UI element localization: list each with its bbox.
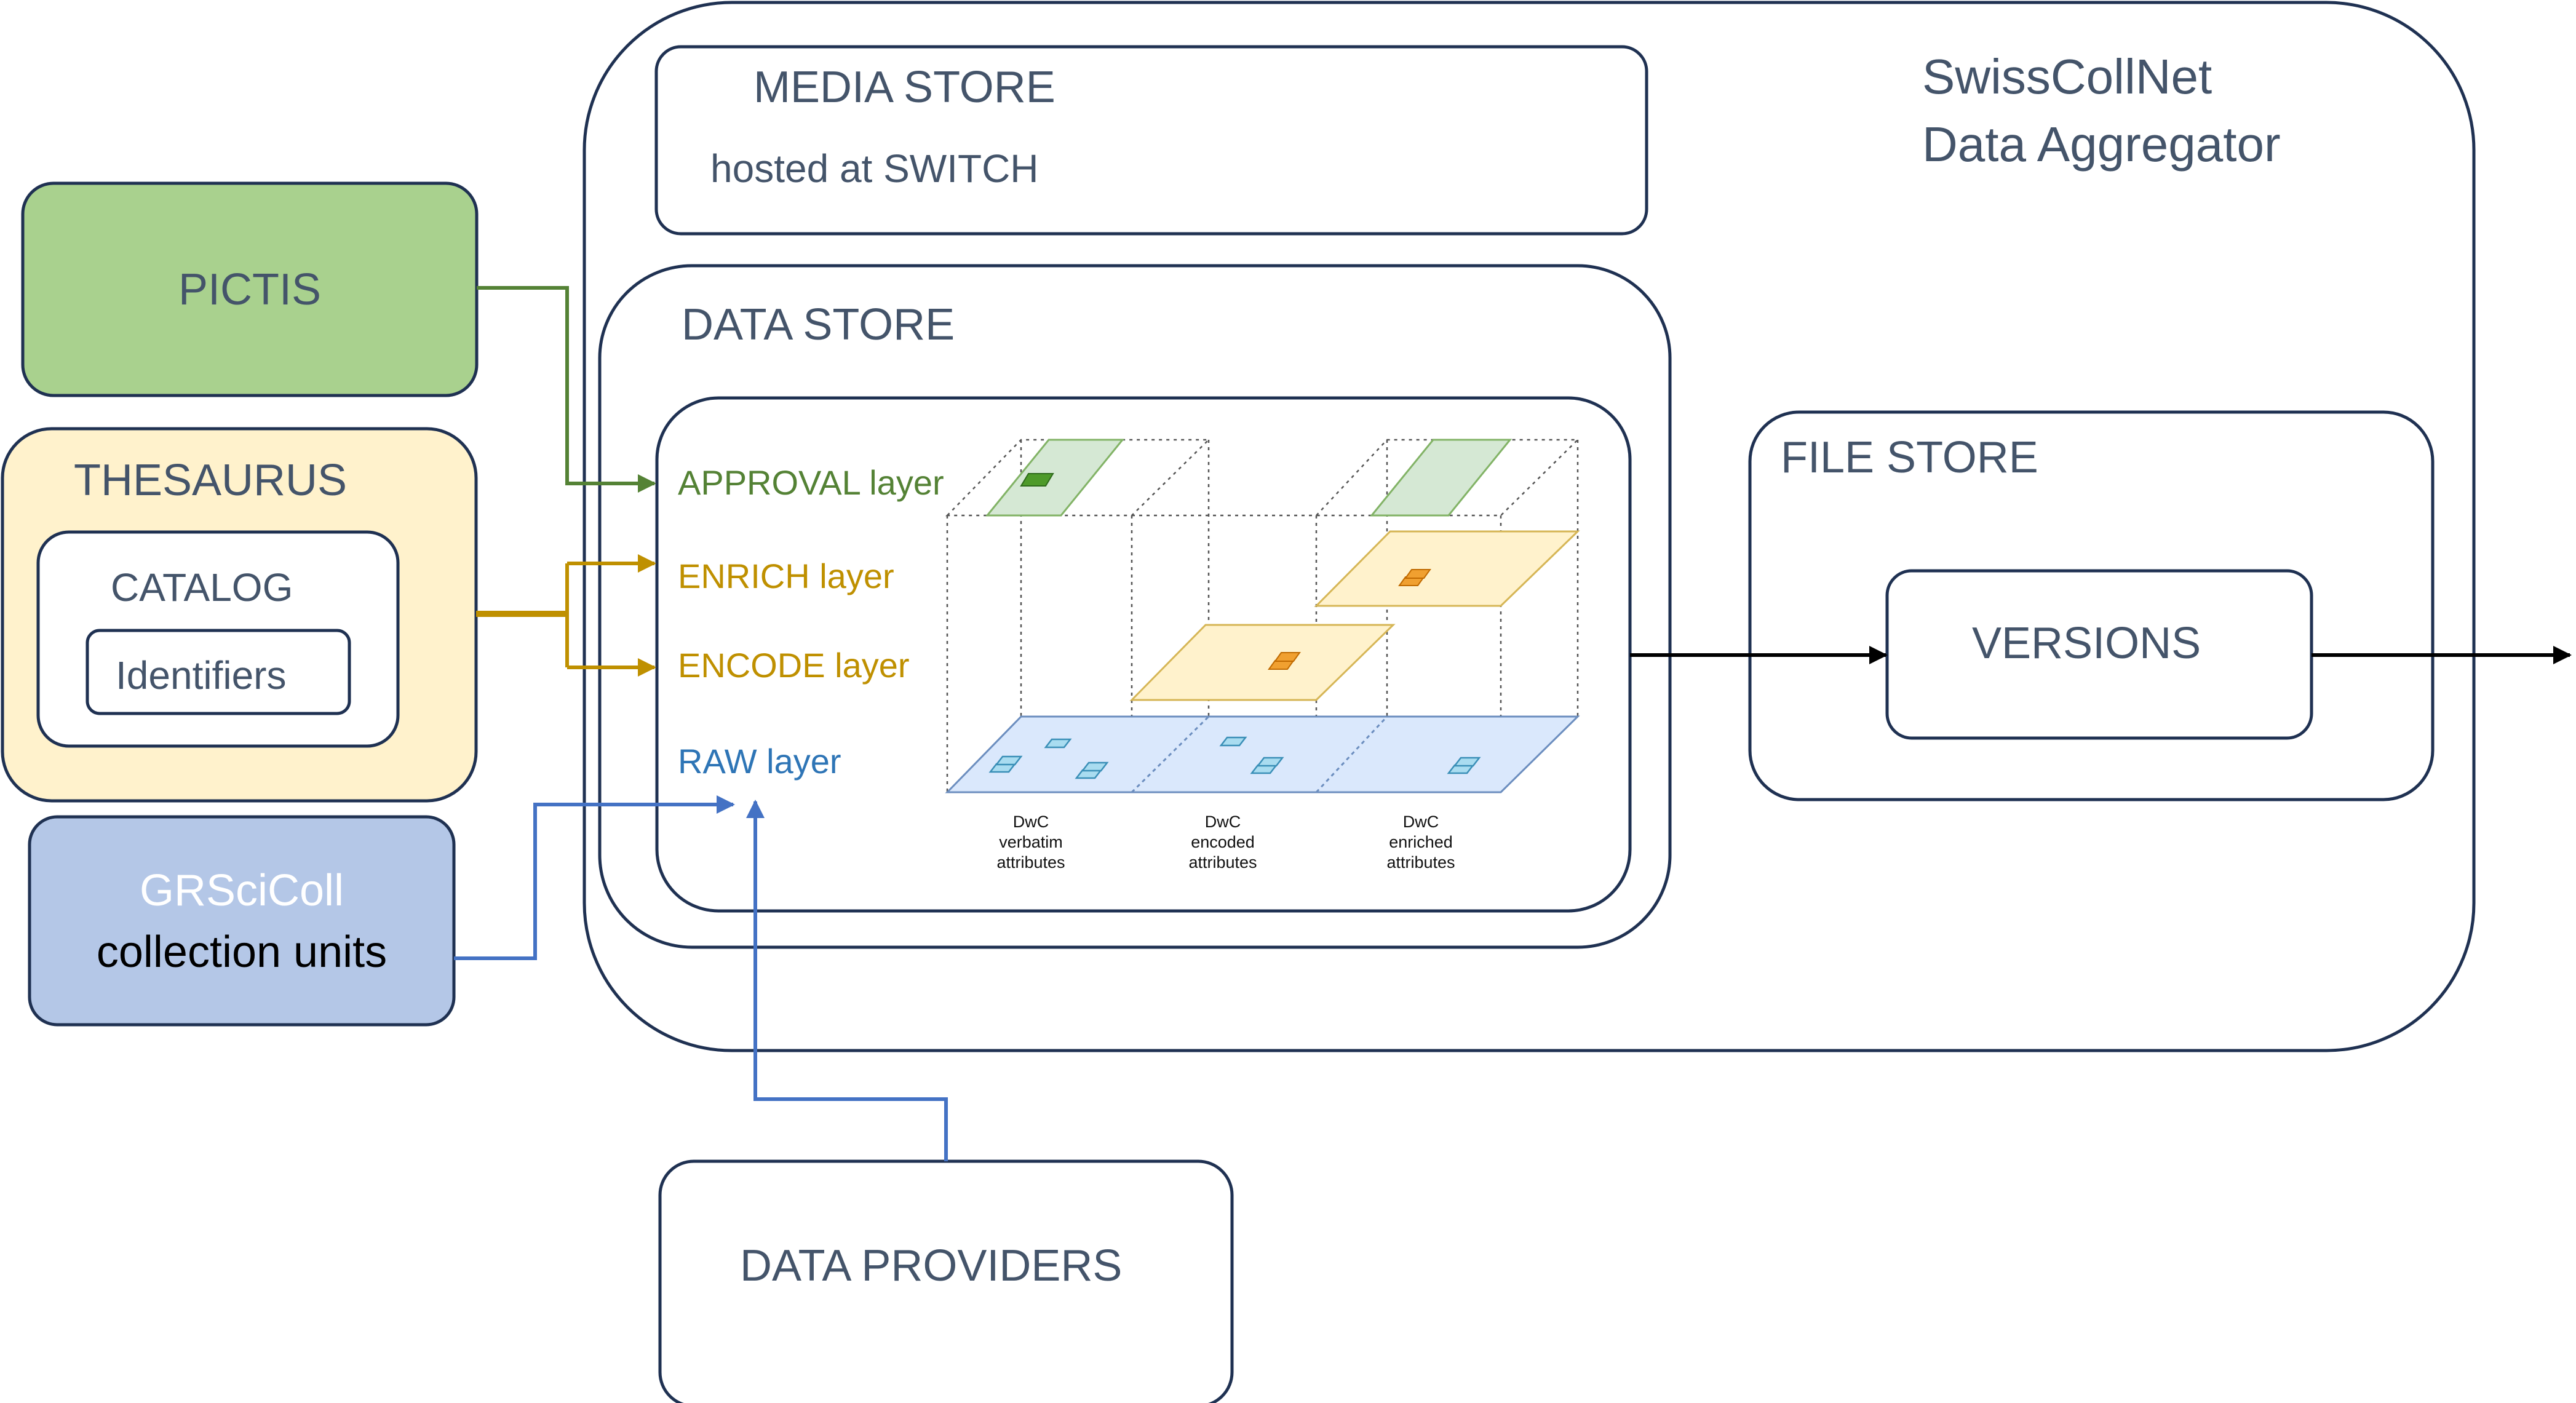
grscicoll-box — [28, 815, 456, 1027]
svg-text:encoded: encoded — [1191, 833, 1255, 851]
approval-record — [1020, 473, 1054, 487]
pictis-to-approval-connector — [477, 286, 656, 493]
raw-records — [988, 736, 1481, 779]
identifiers-box — [85, 629, 351, 715]
data-store-title: DATA STORE — [682, 300, 955, 349]
svg-text:enriched: enriched — [1389, 833, 1453, 851]
svg-text:DwC: DwC — [1403, 813, 1439, 831]
column-caption-enriched: DwC enriched attributes — [1386, 813, 1455, 872]
encode-layer-label: ENCODE layer — [678, 646, 910, 685]
svg-text:attributes: attributes — [996, 853, 1065, 872]
svg-text:DwC: DwC — [1205, 813, 1241, 831]
media-store-subtitle: hosted at SWITCH — [710, 146, 1039, 191]
providers-to-raw-connector — [746, 800, 948, 1161]
data-providers-label: DATA PROVIDERS — [740, 1241, 1122, 1290]
svg-text:verbatim: verbatim — [999, 833, 1063, 851]
column-caption-encoded: DwC encoded attributes — [1188, 813, 1257, 872]
column-caption-verbatim: DwC verbatim attributes — [996, 813, 1065, 872]
approval-layer-label: APPROVAL layer — [678, 463, 944, 502]
aggregator-title-line2: Data Aggregator — [1922, 117, 2281, 172]
encode-records — [1268, 652, 1301, 670]
pictis-label: PICTIS — [178, 265, 321, 314]
approval-plane-verbatim — [985, 439, 1125, 517]
thesaurus-title: THESAURUS — [74, 456, 347, 505]
media-store-box — [654, 45, 1648, 236]
file-store-title: FILE STORE — [1781, 433, 2038, 482]
enrich-plane — [1314, 530, 1580, 607]
encode-plane — [1129, 624, 1396, 701]
media-store-title: MEDIA STORE — [753, 63, 1055, 112]
thesaurus-to-layers-connector — [476, 554, 656, 677]
enrich-records — [1398, 569, 1431, 586]
grscicoll-subtitle: collection units — [97, 928, 387, 977]
svg-text:attributes: attributes — [1188, 853, 1257, 872]
approval-plane-enriched — [1369, 439, 1513, 517]
raw-plane — [945, 715, 1580, 793]
aggregator-title-line1: SwissCollNet — [1922, 49, 2212, 104]
identifiers-label: Identifiers — [116, 653, 286, 698]
grscicoll-to-raw-connector — [454, 795, 735, 960]
svg-text:DwC: DwC — [1013, 813, 1049, 831]
enrich-layer-label: ENRICH layer — [678, 557, 894, 595]
svg-text:attributes: attributes — [1386, 853, 1455, 872]
catalog-label: CATALOG — [111, 565, 293, 610]
raw-layer-label: RAW layer — [678, 742, 841, 781]
grscicoll-title: GRSciColl — [140, 866, 344, 915]
layer-cube — [945, 439, 1580, 793]
versions-label: VERSIONS — [1972, 619, 2201, 668]
